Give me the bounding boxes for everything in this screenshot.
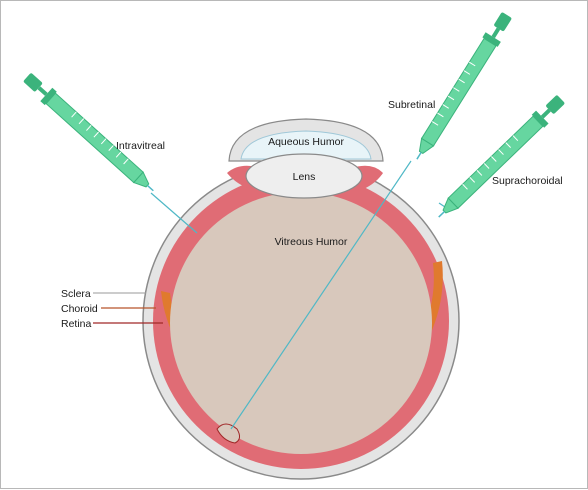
subretinal-syringe — [416, 12, 512, 160]
subretinal-bleb — [216, 423, 241, 444]
aqueous-humor-chamber — [240, 130, 372, 160]
intravitreal-syringe — [23, 73, 154, 192]
sclera-label: Sclera — [61, 288, 91, 300]
intravitreal-label: Intravitreal — [116, 140, 165, 152]
lens — [245, 153, 363, 199]
suprachoroidal-syringe — [438, 95, 565, 218]
retina-label: Retina — [61, 318, 92, 330]
suprachoroidal-needle-path — [438, 202, 446, 208]
choroid-label: Choroid — [61, 303, 98, 315]
suprachoroidal-label: Suprachoroidal — [492, 175, 563, 187]
subretinal-needle-path — [230, 160, 412, 430]
lens-label: Lens — [293, 171, 316, 183]
intravitreal-needle-path — [150, 192, 198, 234]
vitreous-humor-label: Vitreous Humor — [275, 236, 348, 248]
subretinal-label: Subretinal — [388, 99, 435, 111]
aqueous-humor-label: Aqueous Humor — [268, 136, 344, 148]
vitreous-body — [170, 192, 432, 454]
